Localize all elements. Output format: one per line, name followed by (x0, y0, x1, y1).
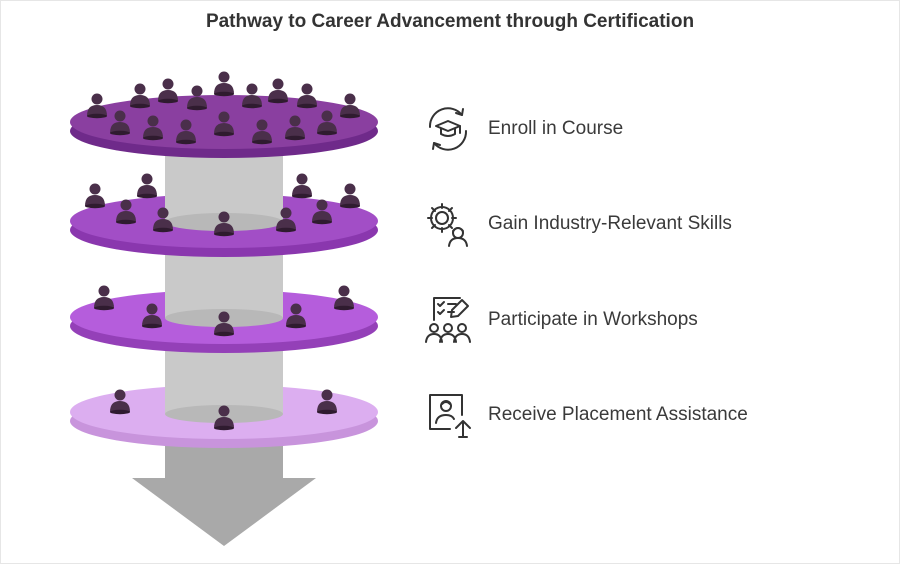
person-figure (252, 119, 272, 145)
person-figure (110, 389, 130, 415)
person-figure (286, 303, 306, 329)
profile-upload-icon (429, 394, 471, 438)
person-figure (276, 207, 296, 233)
person-figure (130, 83, 150, 109)
step-enroll: Enroll in Course (420, 101, 860, 157)
person-figure (214, 311, 234, 337)
person-figure (110, 110, 130, 136)
step-label: Participate in Workshops (488, 309, 698, 330)
person-figure (94, 285, 114, 311)
person-figure (158, 78, 178, 104)
diagram-title: Pathway to Career Advancement through Ce… (205, 11, 695, 32)
person-figure (297, 83, 317, 109)
step-label: Receive Placement Assistance (488, 404, 748, 425)
person-figure (214, 111, 234, 137)
person-figure (268, 78, 288, 104)
group-checklist-icon (425, 297, 471, 343)
down-arrow (132, 440, 316, 546)
person-figure (176, 119, 196, 145)
cylinder-segment-1 (165, 150, 283, 222)
cylinder-segment-3 (165, 342, 283, 414)
person-figure (334, 285, 354, 311)
step-placement: Receive Placement Assistance (420, 387, 860, 443)
person-figure (214, 71, 234, 97)
person-figure (153, 207, 173, 233)
person-figure (137, 173, 157, 199)
person-figure (214, 405, 234, 431)
person-figure (312, 199, 332, 225)
step-label: Enroll in Course (488, 118, 624, 139)
step-label: Gain Industry-Relevant Skills (488, 213, 732, 234)
cylinder-segment-2 (165, 246, 283, 318)
person-figure (285, 115, 305, 141)
person-figure (317, 389, 337, 415)
person-figure (85, 183, 105, 209)
person-figure (340, 183, 360, 209)
step-workshops: Participate in Workshops (420, 292, 860, 348)
person-figure (87, 93, 107, 119)
people-figures (85, 71, 360, 431)
person-figure (242, 83, 262, 109)
person-figure (142, 303, 162, 329)
person-figure (340, 93, 360, 119)
person-figure (116, 199, 136, 225)
person-figure (187, 85, 207, 111)
person-figure (292, 173, 312, 199)
graduation-cap-cycle-icon (428, 107, 468, 151)
person-figure (214, 211, 234, 237)
person-figure (143, 115, 163, 141)
person-figure (317, 110, 337, 136)
gear-person-icon (427, 203, 468, 247)
step-skills: Gain Industry-Relevant Skills (420, 196, 860, 252)
